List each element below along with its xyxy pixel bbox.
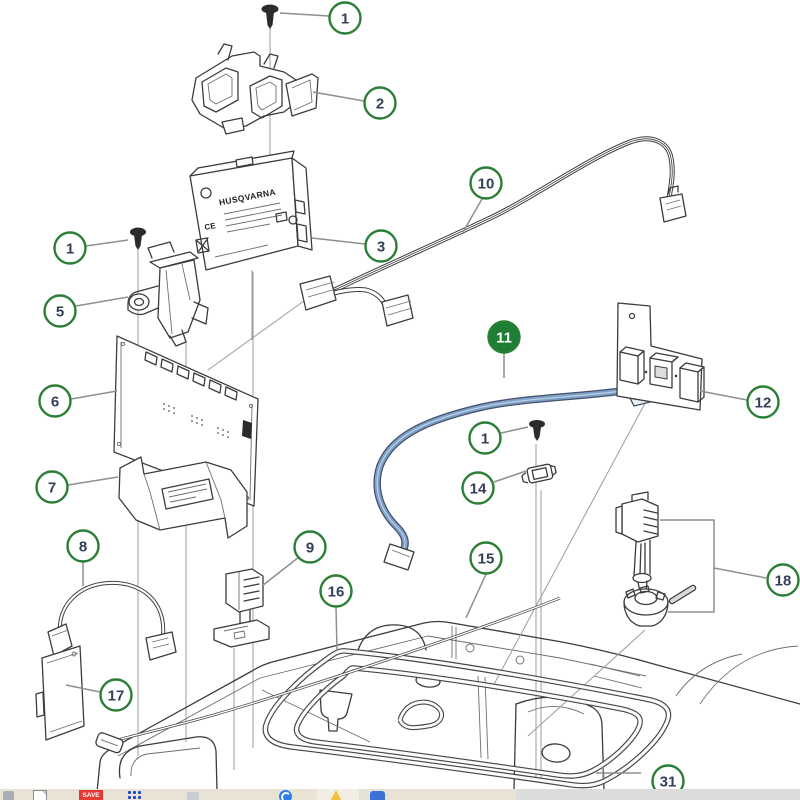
svg-text:14: 14: [470, 480, 487, 497]
leader-lines: [65, 12, 767, 779]
browser-icon[interactable]: [279, 790, 292, 800]
ce-mark: CE: [204, 221, 217, 232]
ghost-window-icon[interactable]: [187, 792, 199, 800]
callout-8[interactable]: 8: [66, 529, 100, 563]
svg-text:12: 12: [755, 394, 772, 411]
svg-text:7: 7: [48, 479, 56, 496]
part-11-blue-cable: [373, 370, 661, 571]
warning-triangle-icon[interactable]: [329, 790, 343, 800]
part-16-frame: [262, 648, 672, 789]
callout-7[interactable]: 7: [35, 470, 69, 504]
blue-app-icon[interactable]: [370, 791, 385, 800]
svg-text:16: 16: [328, 583, 345, 600]
part-10-cable: [299, 136, 687, 327]
part-5-bracket: [127, 241, 209, 347]
svg-text:11: 11: [496, 329, 512, 346]
part-9-sensor: [213, 568, 270, 648]
svg-text:17: 17: [108, 687, 125, 704]
apps-grid-icon[interactable]: [128, 791, 142, 800]
callout-1-left[interactable]: 1: [53, 231, 87, 265]
chassis-body: [96, 620, 800, 789]
callout-17[interactable]: 17: [99, 678, 133, 712]
part-7-foam: [118, 456, 248, 539]
part-14-clip: [521, 463, 557, 484]
svg-text:1: 1: [481, 430, 489, 447]
save-badge-label: SAVE: [82, 792, 100, 799]
part-1-screw-left: [130, 227, 146, 250]
callout-6[interactable]: 6: [38, 384, 72, 418]
svg-text:5: 5: [56, 303, 64, 320]
svg-text:1: 1: [66, 240, 74, 257]
svg-text:18: 18: [775, 572, 792, 589]
part-1-screw-middle: [529, 420, 545, 441]
svg-text:15: 15: [478, 550, 495, 567]
svg-text:31: 31: [660, 773, 677, 789]
callout-10[interactable]: 10: [469, 166, 503, 200]
part-3-control-unit: HUSQVARNA CE: [189, 150, 313, 271]
svg-text:3: 3: [377, 238, 385, 255]
callout-1-middle[interactable]: 1: [468, 421, 502, 455]
callout-18[interactable]: 18: [766, 563, 800, 597]
callout-11-highlighted[interactable]: 11: [487, 320, 521, 354]
callout-16[interactable]: 16: [319, 574, 353, 608]
callout-5[interactable]: 5: [43, 294, 77, 328]
svg-text:10: 10: [478, 175, 495, 192]
svg-text:2: 2: [376, 95, 384, 112]
callout-12[interactable]: 12: [746, 385, 780, 419]
taskbar-right-segment: [516, 789, 800, 800]
svg-text:1: 1: [341, 10, 349, 27]
part-6-pcb: [113, 335, 259, 507]
callout-3[interactable]: 3: [364, 229, 398, 263]
svg-text:6: 6: [51, 393, 59, 410]
part-17-panel: [35, 645, 85, 741]
callout-14[interactable]: 14: [461, 471, 495, 505]
svg-text:9: 9: [306, 539, 314, 556]
part-8-cable: [47, 580, 177, 661]
part-1-screw-top: [261, 4, 279, 29]
save-badge[interactable]: SAVE: [79, 790, 103, 800]
part-12-connector-board: [616, 302, 705, 411]
part-18-assembly: [615, 491, 697, 627]
callout-15[interactable]: 15: [469, 541, 503, 575]
callout-2[interactable]: 2: [363, 86, 397, 120]
part-15-wire: [95, 596, 561, 754]
taskbar: SAVE: [0, 789, 800, 800]
callout-9[interactable]: 9: [293, 530, 327, 564]
window-icon[interactable]: [3, 791, 14, 800]
document-icon[interactable]: [33, 790, 47, 800]
mount-reference-lines: [207, 297, 651, 737]
callout-1-top[interactable]: 1: [328, 1, 362, 35]
callout-31[interactable]: 31: [651, 764, 685, 790]
svg-text:8: 8: [79, 538, 87, 555]
part-2-bracket: [191, 43, 319, 135]
